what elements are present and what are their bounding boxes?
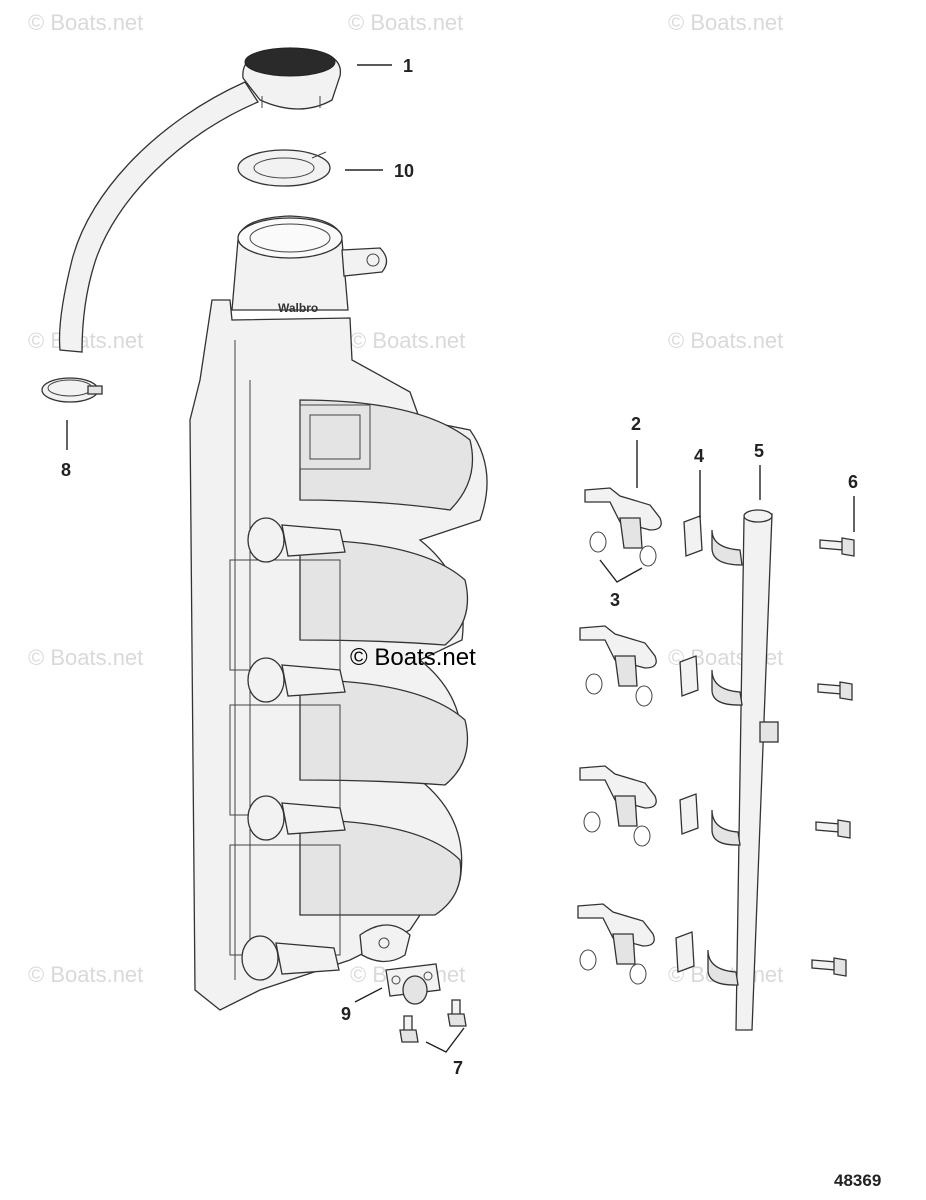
watermark-center-text: © Boats.net (350, 644, 476, 671)
intake-manifold (189, 299, 488, 1011)
injector-port (241, 935, 340, 981)
fuel-injector-part[interactable] (579, 625, 657, 707)
rail-bolt-part[interactable] (817, 681, 853, 701)
watermark-text: © Boats.net (28, 962, 143, 987)
casting-label: Walbro (278, 301, 318, 315)
leader-lines (66, 64, 855, 1053)
callout-10: 10 (394, 161, 414, 181)
injector-port (247, 517, 346, 563)
screw-part[interactable] (399, 1015, 419, 1043)
watermark-text: © Boats.net (28, 328, 143, 353)
callout-7: 7 (453, 1058, 463, 1078)
watermark-text: © Boats.net (668, 328, 783, 353)
rail-bolt-part[interactable] (811, 957, 847, 977)
watermark-text: © Boats.net (28, 645, 143, 670)
callout-3: 3 (610, 590, 620, 610)
injector-clip-part[interactable] (675, 931, 695, 973)
callout-5: 5 (754, 441, 764, 461)
injector-clip-part[interactable] (679, 793, 699, 835)
callout-6: 6 (848, 472, 858, 492)
silencer-part[interactable] (242, 47, 342, 110)
drawing-number: 48369 (834, 1171, 881, 1190)
injector-port (247, 657, 346, 703)
fuel-injector-part[interactable] (579, 765, 657, 847)
gasket-part[interactable] (237, 149, 331, 187)
watermark-text: © Boats.net (348, 10, 463, 35)
callout-2: 2 (631, 414, 641, 434)
watermark-text: © Boats.net (350, 328, 465, 353)
watermark-text: © Boats.net (668, 10, 783, 35)
callout-8: 8 (61, 460, 71, 480)
rail-bolt-part[interactable] (815, 819, 851, 839)
fuel-rail-part[interactable] (707, 509, 779, 1031)
fuel-injector-part[interactable] (584, 487, 662, 567)
screw-part[interactable] (447, 999, 467, 1027)
fuel-injector-part[interactable] (577, 903, 655, 985)
sensor-part[interactable] (385, 963, 441, 1005)
watermark-text: © Boats.net (28, 10, 143, 35)
hose-clamp-part[interactable] (41, 377, 103, 403)
callout-4: 4 (694, 446, 704, 466)
rail-bolt-part[interactable] (819, 537, 855, 557)
injector-port (247, 795, 346, 841)
injector-clip-part[interactable] (679, 655, 699, 697)
callout-labels: 1 10 8 2 4 5 6 3 9 7 (61, 56, 858, 1078)
callout-9: 9 (341, 1004, 351, 1024)
callout-1: 1 (403, 56, 413, 76)
vent-hose[interactable] (58, 81, 259, 353)
injector-clip-part[interactable] (683, 515, 703, 557)
